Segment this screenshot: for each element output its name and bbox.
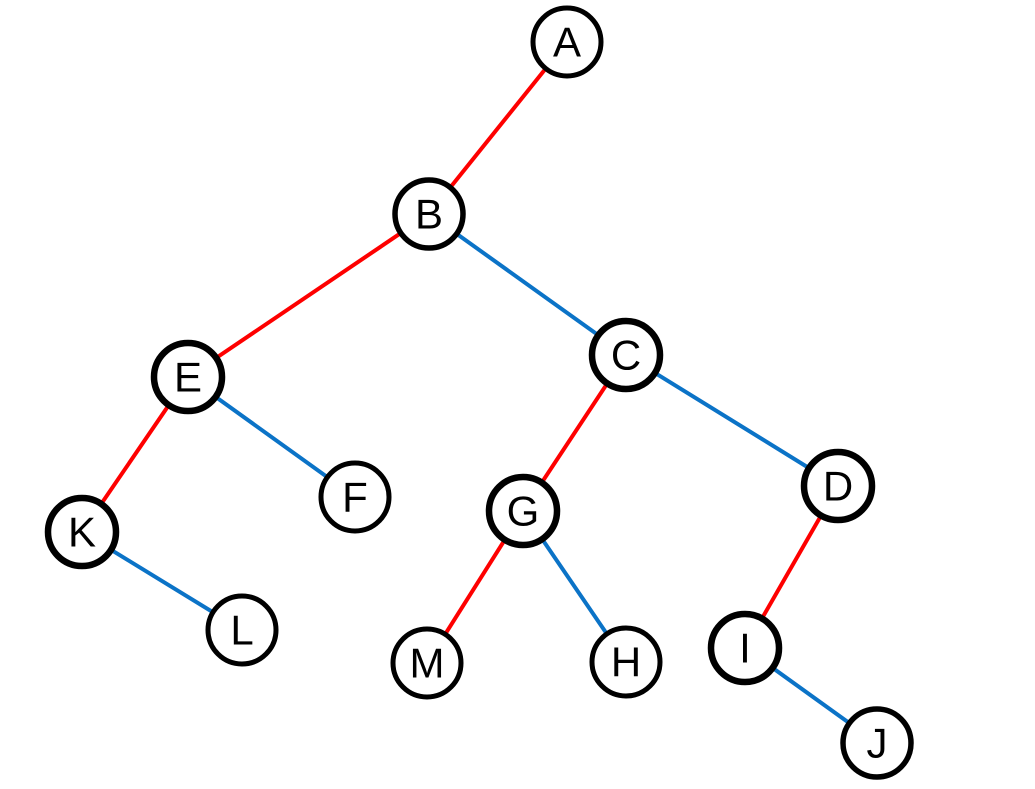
node-label-C: C	[611, 332, 641, 379]
node-circle-I	[707, 610, 783, 686]
node-circle-A	[530, 5, 604, 79]
node-circle-B	[392, 177, 466, 251]
node-F: F	[318, 460, 392, 534]
node-H: H	[589, 625, 663, 699]
edge-C-D	[624, 353, 840, 488]
node-circle-H	[589, 625, 663, 699]
node-circle-K	[44, 494, 120, 570]
node-A: A	[530, 5, 604, 79]
node-L: L	[205, 593, 279, 667]
node-label-H: H	[611, 639, 641, 686]
node-circle-F	[318, 460, 392, 534]
node-M: M	[390, 626, 464, 700]
node-circle-L	[205, 593, 279, 667]
node-E: E	[150, 339, 226, 415]
node-G: G	[485, 473, 561, 549]
node-label-F: F	[342, 474, 368, 521]
node-label-J: J	[867, 720, 888, 767]
node-label-M: M	[410, 640, 445, 687]
node-circle-E	[150, 339, 226, 415]
node-I: I	[707, 610, 783, 686]
node-B: B	[392, 177, 466, 251]
node-K: K	[44, 494, 120, 570]
node-label-K: K	[68, 509, 96, 556]
node-circle-M	[390, 626, 464, 700]
node-C: C	[588, 317, 664, 393]
node-label-A: A	[553, 19, 581, 66]
node-circle-G	[485, 473, 561, 549]
edge-B-E	[186, 212, 431, 379]
node-circle-J	[840, 706, 914, 780]
edge-B-C	[427, 212, 628, 357]
node-label-E: E	[174, 354, 202, 401]
node-J: J	[840, 706, 914, 780]
node-D: D	[800, 448, 876, 524]
edge-A-B	[427, 40, 569, 216]
node-label-I: I	[739, 625, 751, 672]
node-label-B: B	[415, 191, 443, 238]
node-label-L: L	[230, 607, 253, 654]
node-label-G: G	[507, 488, 540, 535]
node-label-D: D	[823, 463, 853, 510]
node-circle-C	[588, 317, 664, 393]
node-circle-D	[800, 448, 876, 524]
